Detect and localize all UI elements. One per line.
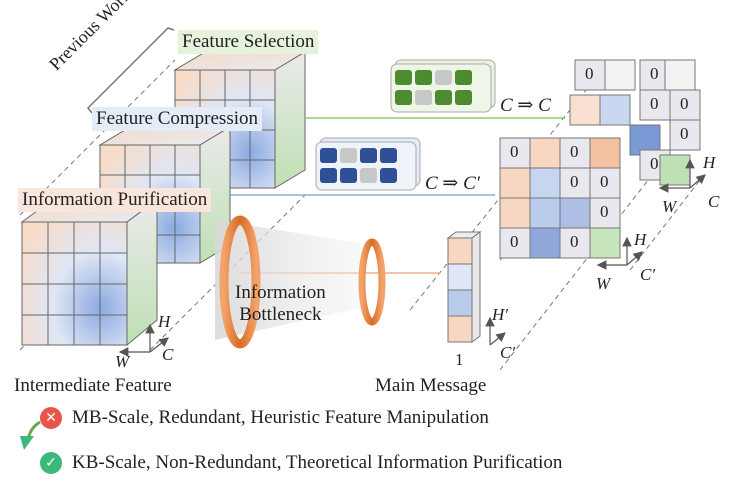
main-message-vector bbox=[446, 231, 482, 343]
intermediate-feature-label: Intermediate Feature bbox=[14, 375, 172, 396]
bottleneck-ring-small bbox=[358, 238, 386, 326]
curved-arrow-icon bbox=[20, 420, 41, 450]
right-axes bbox=[596, 158, 706, 270]
legend-good: ✓ KB-Scale, Non-Redundant, Theoretical I… bbox=[40, 452, 562, 474]
c-to-cprime-label: C ⇒ C′ bbox=[425, 173, 480, 194]
compression-tokens bbox=[315, 137, 421, 191]
zero-9: 0 bbox=[570, 172, 579, 191]
axis-w-right-top: W bbox=[662, 197, 677, 216]
front-cube-axes bbox=[118, 323, 169, 357]
axis-w-front: W bbox=[115, 352, 130, 371]
zero-13: 0 bbox=[570, 232, 579, 251]
x-circle-icon: ✕ bbox=[40, 407, 62, 429]
selection-tokens bbox=[390, 59, 496, 113]
bottleneck-line1: Information bbox=[235, 282, 326, 303]
axis-h-right-bottom: H bbox=[634, 230, 647, 249]
feature-compression-label: Feature Compression bbox=[92, 107, 263, 131]
message-width-label: 1 bbox=[455, 350, 464, 369]
axis-h-front: H bbox=[158, 312, 171, 331]
check-circle-icon: ✓ bbox=[40, 452, 62, 474]
previous-works-bracket bbox=[86, 27, 175, 114]
zero-4: 0 bbox=[680, 94, 689, 113]
sparse-cube-selection bbox=[569, 59, 701, 186]
zero-12: 0 bbox=[510, 232, 519, 251]
axis-cprime-right-bottom: C′ bbox=[640, 265, 656, 284]
information-bottleneck-label: Information Bottleneck bbox=[235, 282, 326, 326]
intermediate-feature-cube bbox=[20, 199, 159, 347]
sparse-grid-compression bbox=[499, 137, 621, 259]
main-message-label: Main Message bbox=[375, 375, 487, 396]
information-purification-label: Information Purification bbox=[18, 188, 212, 212]
legend-good-text: KB-Scale, Non-Redundant, Theoretical Inf… bbox=[72, 452, 563, 473]
zero-2: 0 bbox=[650, 64, 659, 83]
zero-8: 0 bbox=[570, 142, 579, 161]
legend-bad-text: MB-Scale, Redundant, Heuristic Feature M… bbox=[72, 407, 489, 428]
zero-5: 0 bbox=[680, 124, 689, 143]
legend-bad: ✕ MB-Scale, Redundant, Heuristic Feature… bbox=[40, 407, 489, 429]
c-to-c-label: C ⇒ C bbox=[500, 95, 551, 116]
feature-selection-label: Feature Selection bbox=[178, 30, 319, 54]
axis-c-front: C bbox=[162, 345, 174, 364]
zero-7: 0 bbox=[510, 142, 519, 161]
axis-cprime-message: C′ bbox=[500, 343, 516, 362]
zero-10: 0 bbox=[600, 172, 609, 191]
axis-w-right-bottom: W bbox=[596, 274, 611, 293]
zero-6: 0 bbox=[650, 154, 659, 173]
zero-1: 0 bbox=[585, 64, 594, 83]
main-message-axes bbox=[485, 316, 506, 346]
zero-3: 0 bbox=[650, 94, 659, 113]
bottleneck-ring-large bbox=[219, 215, 261, 349]
axis-c-right-top: C bbox=[708, 192, 720, 211]
bottleneck-line2: Bottleneck bbox=[239, 304, 322, 325]
axis-h-right-top: H bbox=[703, 153, 716, 172]
axis-hprime-message: H′ bbox=[492, 305, 508, 324]
zero-11: 0 bbox=[600, 202, 609, 221]
